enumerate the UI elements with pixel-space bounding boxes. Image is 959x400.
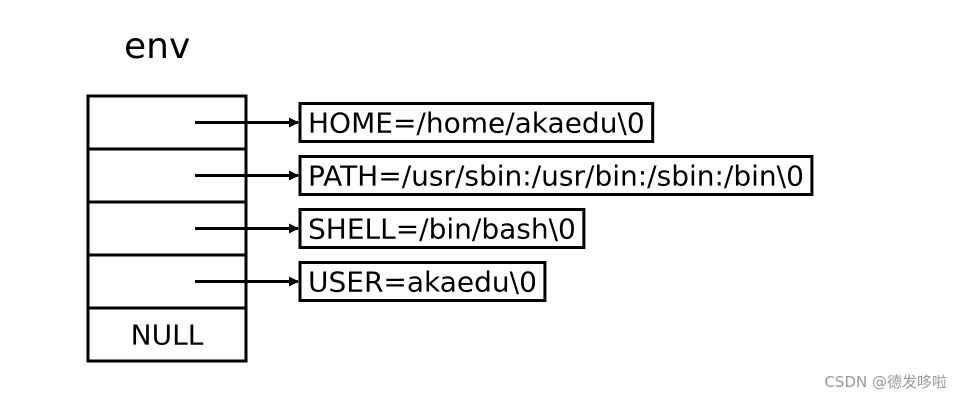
array-cell-4 bbox=[86, 306, 248, 363]
env-strings: HOME=/home/akaedu\0PATH=/usr/sbin:/usr/b… bbox=[298, 102, 814, 302]
env-string-text-1: PATH=/usr/sbin:/usr/bin:/sbin:/bin\0 bbox=[308, 160, 804, 193]
env-string-3: USER=akaedu\0 bbox=[298, 261, 547, 302]
env-string-text-3: USER=akaedu\0 bbox=[308, 266, 537, 299]
env-string-2: SHELL=/bin/bash\0 bbox=[298, 208, 586, 249]
env-string-text-2: SHELL=/bin/bash\0 bbox=[308, 213, 576, 246]
env-string-box-2 bbox=[298, 208, 586, 249]
env-string-1: PATH=/usr/sbin:/usr/bin:/sbin:/bin\0 bbox=[298, 155, 814, 196]
env-title: env bbox=[124, 26, 190, 67]
pointer-arrows bbox=[195, 117, 299, 287]
env-string-box-0 bbox=[298, 102, 655, 143]
env-string-box-3 bbox=[298, 261, 547, 302]
watermark: CSDN @德发哆啦 bbox=[824, 373, 947, 391]
array-cell-label-4: NULL bbox=[131, 319, 204, 352]
env-string-box-1 bbox=[298, 155, 814, 196]
env-string-0: HOME=/home/akaedu\0 bbox=[298, 102, 655, 143]
env-string-text-0: HOME=/home/akaedu\0 bbox=[308, 107, 645, 140]
